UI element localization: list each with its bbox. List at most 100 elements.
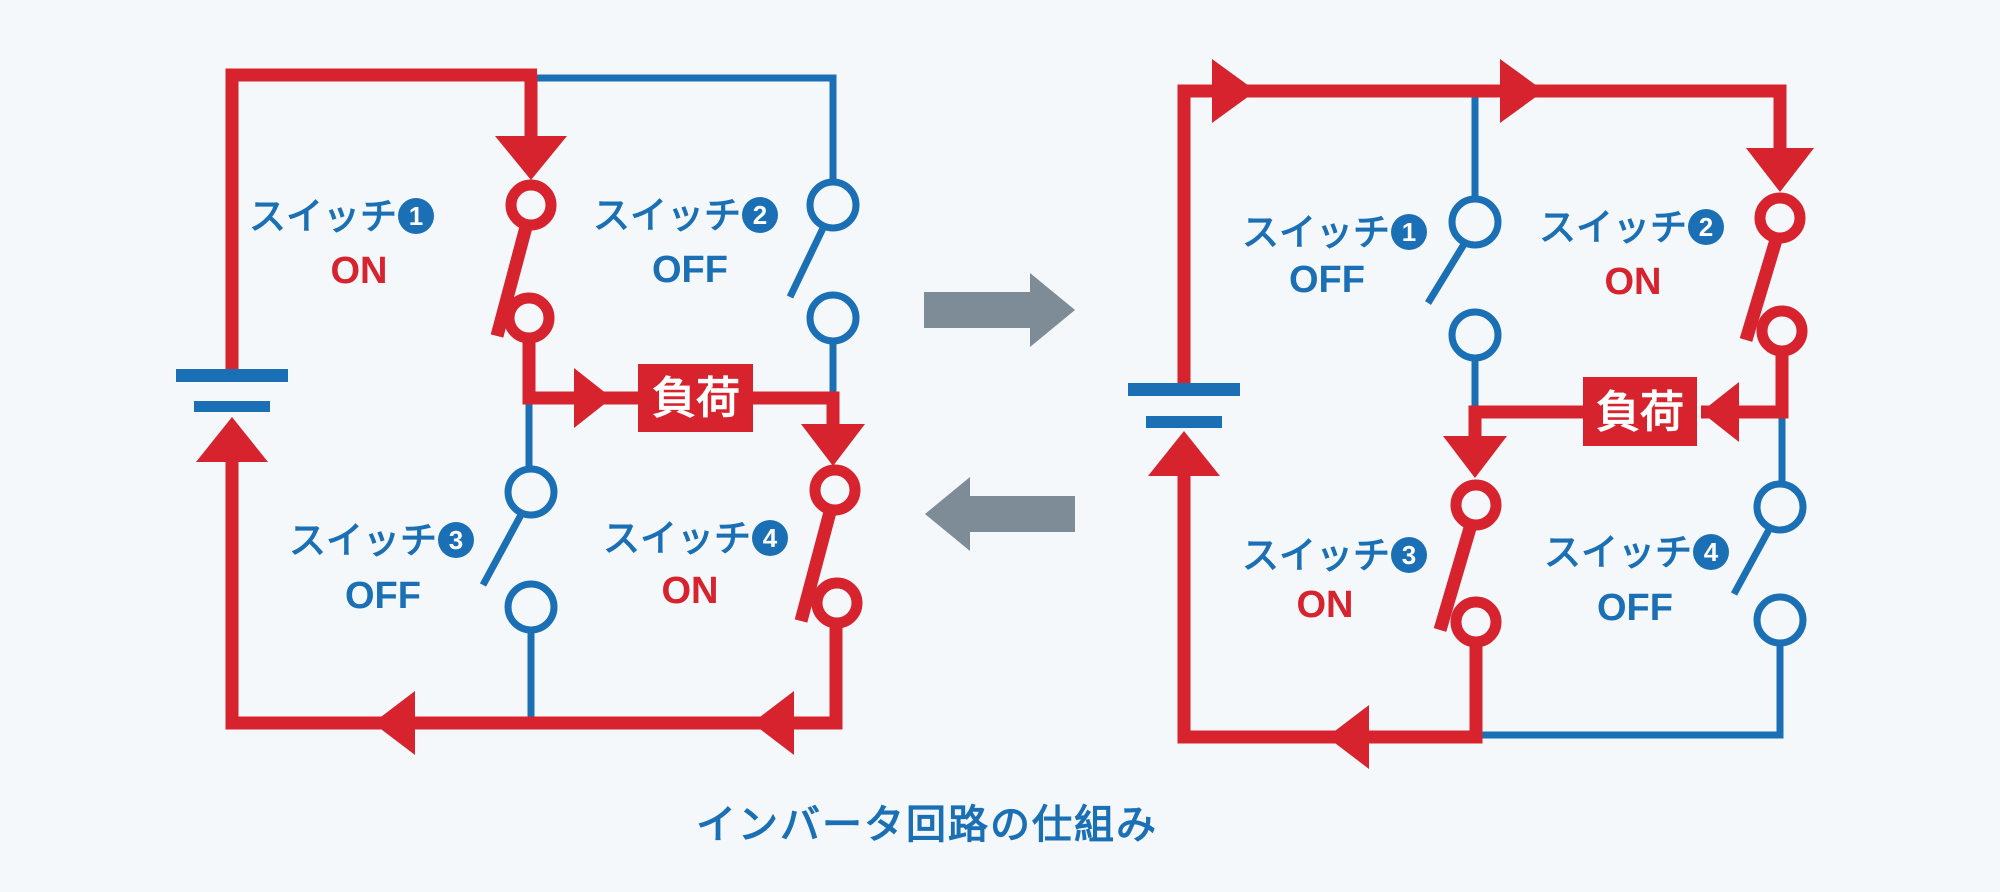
switch-1-label: スイッチ 1 ON xyxy=(249,196,434,292)
current-arrow-into-battery xyxy=(196,417,268,462)
wire-top-left-red xyxy=(225,68,537,372)
switch-lever xyxy=(794,510,837,623)
switch-number-badge xyxy=(1391,537,1427,573)
load-label: 負荷 xyxy=(1596,388,1684,437)
switch-2 xyxy=(786,178,860,345)
switch-number-badge xyxy=(398,198,434,234)
left-circuit: 負荷 スイッチ 1 ON スイッチ 2 OFF スイッチ 3 OFF スイッチ … xyxy=(176,68,865,755)
switch-contact-bottom xyxy=(1450,596,1502,648)
switch-contact-top xyxy=(505,179,557,231)
switch-contact-bottom xyxy=(503,292,555,344)
switch-contact-top xyxy=(1754,192,1806,244)
switch-state: OFF xyxy=(345,575,421,617)
current-arrow-into-battery xyxy=(1148,431,1220,476)
load: 負荷 xyxy=(638,364,753,432)
current-arrow-bottom-2 xyxy=(373,691,415,755)
switch-label-text: スイッチ xyxy=(593,195,741,236)
switch-label-text: スイッチ xyxy=(249,196,397,237)
switch-contact-bottom xyxy=(1753,593,1807,647)
load-box xyxy=(638,364,753,432)
switch-2-label: スイッチ 2 ON xyxy=(1539,207,1724,303)
wire-bottom-red xyxy=(225,452,843,730)
switch-4 xyxy=(1730,480,1807,647)
switch-1-label: スイッチ 1 OFF xyxy=(1242,212,1427,301)
switch-lever xyxy=(786,222,829,299)
battery-plate-long xyxy=(176,369,288,382)
current-arrow-into-load xyxy=(574,368,612,428)
transition-arrows xyxy=(924,273,1075,551)
wire-switch4-to-bottom xyxy=(1480,646,1784,739)
switch-3 xyxy=(479,465,558,634)
switch-lever xyxy=(490,225,533,338)
load-box xyxy=(1583,377,1697,446)
switch-label-text: スイッチ xyxy=(603,518,751,559)
switch-contact-bottom xyxy=(504,580,558,634)
wire-top-right-blue xyxy=(535,74,837,184)
switch-1 xyxy=(490,179,557,344)
arrow-right-icon xyxy=(924,273,1075,347)
switch-number-badge xyxy=(1693,534,1729,570)
switch-contact-bottom xyxy=(1448,308,1502,362)
switch-contact-top xyxy=(1753,480,1807,534)
load-label: 負荷 xyxy=(652,374,740,423)
switch-number-badge xyxy=(438,522,474,558)
switch-contact-top xyxy=(1448,195,1502,249)
switch-lever xyxy=(1730,524,1775,596)
current-arrow-bottom-1 xyxy=(752,691,794,755)
switch-4 xyxy=(794,464,863,629)
battery-plate-short xyxy=(1146,416,1222,428)
switch-state: ON xyxy=(331,250,388,292)
right-circuit: 負荷 スイッチ 1 OFF スイッチ 2 ON スイッチ 3 ON スイッチ 4… xyxy=(1128,59,1814,769)
switch-label-text: スイッチ xyxy=(1544,532,1692,573)
switch-contact-top xyxy=(504,465,558,519)
switch-number: 2 xyxy=(1699,212,1713,242)
current-arrow-down-switch3 xyxy=(1443,436,1507,478)
arrow-left-icon xyxy=(925,477,1075,551)
switch-contact-top xyxy=(806,178,860,232)
switch-state: OFF xyxy=(1597,587,1673,629)
current-arrow-into-load xyxy=(1701,382,1739,442)
switch-label-text: スイッチ xyxy=(1242,212,1390,253)
switch-label-text: スイッチ xyxy=(1539,207,1687,248)
load: 負荷 xyxy=(1583,377,1697,446)
switch-lever xyxy=(1739,238,1783,342)
switch-1 xyxy=(1425,195,1502,362)
switch-number-badge xyxy=(1391,214,1427,250)
switch-number: 1 xyxy=(1402,217,1416,247)
switch-contact-bottom xyxy=(811,577,863,629)
switch-3 xyxy=(1433,479,1502,648)
switch-4-label: スイッチ 4 ON xyxy=(603,518,788,612)
switch-number: 4 xyxy=(1704,537,1719,567)
battery-plate-long xyxy=(1128,383,1240,396)
switch-contact-top xyxy=(809,464,861,516)
switch-2 xyxy=(1739,192,1808,357)
switch-number-badge xyxy=(742,197,778,233)
switch-4-label: スイッチ 4 OFF xyxy=(1544,532,1729,629)
switch-number: 2 xyxy=(753,200,767,230)
switch-number: 4 xyxy=(763,523,778,553)
current-arrow-down-switch2 xyxy=(1746,148,1814,192)
current-arrow-down-switch4 xyxy=(801,424,865,466)
current-arrow-top-1 xyxy=(1212,59,1256,123)
switch-3-label: スイッチ 3 ON xyxy=(1242,535,1427,626)
switch-2-label: スイッチ 2 OFF xyxy=(593,195,778,291)
switch-number-badge xyxy=(752,520,788,556)
current-arrow-bottom xyxy=(1327,705,1369,769)
current-arrow-down-switch1 xyxy=(495,136,567,180)
battery-symbol xyxy=(1128,383,1240,428)
switch-number-badge xyxy=(1688,209,1724,245)
switch-state: ON xyxy=(662,570,719,612)
switch-contact-bottom xyxy=(1756,305,1808,357)
switch-number: 3 xyxy=(449,525,463,555)
switch-3-label: スイッチ 3 OFF xyxy=(289,520,474,617)
switch-label-text: スイッチ xyxy=(1242,535,1390,576)
switch-lever xyxy=(479,511,526,587)
switch-lever xyxy=(1433,526,1477,632)
switch-label-text: スイッチ xyxy=(289,520,437,561)
switch-contact-bottom xyxy=(806,291,860,345)
switch-state: OFF xyxy=(652,249,728,291)
switch-contact-top xyxy=(1450,479,1502,531)
diagram-title: インバータ回路の仕組み xyxy=(696,803,1158,847)
